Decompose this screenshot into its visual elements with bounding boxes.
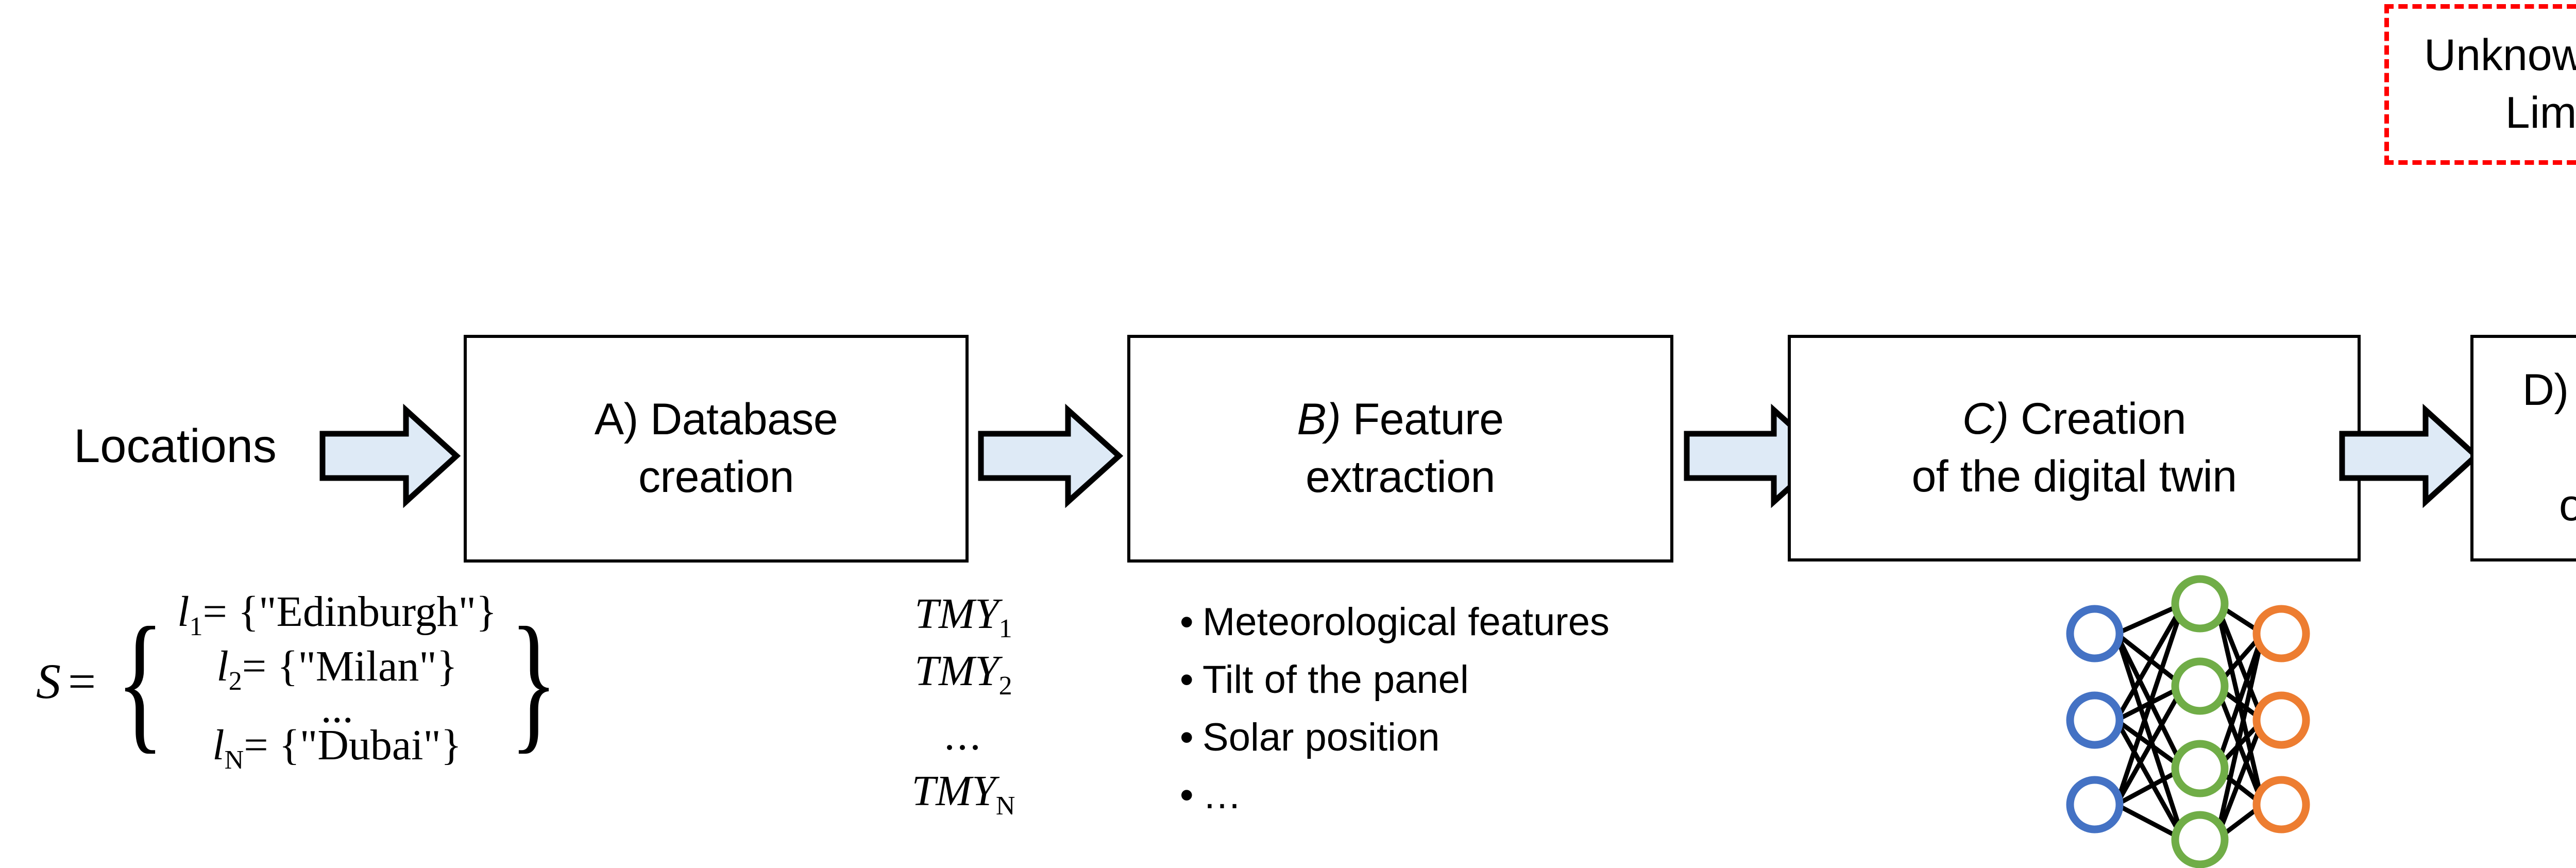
- box-b-label: B) Feature extraction: [1290, 391, 1511, 506]
- list-item: • Meteorological features: [1180, 603, 1747, 642]
- set-row-2-eq: = {"Milan"}: [242, 642, 457, 691]
- box-a-line2: creation: [638, 452, 794, 502]
- set-rows: l1= {"Edinburgh"} l2= {"Milan"} ... lN= …: [177, 587, 497, 775]
- nn-hidden-node: [2171, 657, 2229, 715]
- box-c-label: C) Creation of the digital twin: [1904, 390, 2244, 506]
- set-row-4: lN= {"Dubai"}: [212, 721, 462, 775]
- set-row-4-var: l: [212, 721, 225, 769]
- nn-hidden-node: [2171, 740, 2229, 797]
- nn-output-node: [2252, 691, 2310, 749]
- set-row-2-sub: 2: [228, 666, 242, 696]
- box-d-rest: Transfer learning:: [2569, 365, 2576, 415]
- box-a-prefix: A): [594, 395, 639, 445]
- tmy-list: TMY1 TMY2 ... TMYN: [829, 592, 1097, 820]
- arrow-c-to-d: [2339, 403, 2481, 508]
- box-c-prefix: C): [1962, 394, 2009, 444]
- box-d-prefix: D): [2522, 365, 2569, 415]
- tmy-2-base: TMY: [914, 646, 999, 695]
- right-arrow-icon: [978, 403, 1124, 508]
- warning-line-1: Unknown PV cell technology: [2424, 30, 2576, 80]
- left-brace: {: [116, 595, 164, 767]
- right-arrow-icon: [319, 403, 461, 508]
- tmy-item-n: TMYN: [829, 767, 1097, 821]
- list-item: • Tilt of the panel: [1180, 660, 1747, 700]
- box-a-label: A) Database creation: [587, 391, 845, 506]
- nn-output-node: [2252, 605, 2310, 662]
- list-item: • …: [1180, 776, 1747, 815]
- tmy-2-sub: 2: [998, 671, 1012, 701]
- set-row-1-var: l: [177, 588, 190, 636]
- tmy-n-base: TMY: [911, 767, 996, 815]
- tmy-n-sub: N: [995, 791, 1015, 821]
- box-b-rest: Feature: [1341, 395, 1504, 445]
- bullet-text: Solar position: [1202, 716, 1440, 759]
- box-c-line2: of the digital twin: [1911, 452, 2237, 501]
- box-b-feature-extraction[interactable]: B) Feature extraction: [1127, 335, 1673, 563]
- nn-output-node: [2252, 776, 2310, 833]
- box-b-line2: extraction: [1306, 452, 1495, 502]
- tmy-1-sub: 1: [998, 614, 1012, 643]
- tmy-item-2: TMY2: [829, 646, 1097, 701]
- bullet-dot-icon: •: [1180, 716, 1194, 759]
- set-row-1: l1= {"Edinburgh"}: [177, 587, 497, 642]
- input-label: Locations: [74, 420, 277, 472]
- neural-network-diagram: [2061, 572, 2310, 868]
- set-equals: =: [68, 653, 96, 709]
- right-brace: }: [510, 595, 558, 767]
- box-a-database-creation[interactable]: A) Database creation: [464, 335, 969, 563]
- bullet-text: Meteorological features: [1202, 600, 1609, 644]
- bullet-dot-icon: •: [1180, 658, 1194, 702]
- box-a-rest: Database: [638, 395, 838, 445]
- bullet-list: • Meteorological features • Tilt of the …: [1180, 603, 1747, 815]
- warning-box: Unknown PV cell technology Limited train…: [2384, 4, 2576, 165]
- nn-hidden-node: [2171, 575, 2229, 633]
- tmy-1-base: TMY: [914, 590, 999, 638]
- set-row-1-sub: 1: [189, 611, 203, 641]
- set-row-2-var: l: [216, 642, 229, 691]
- box-d-transfer-learning[interactable]: D) Transfer learning: calibration of the…: [2470, 335, 2576, 561]
- set-symbol: S: [36, 653, 61, 709]
- arrow-a-to-b: [978, 403, 1124, 508]
- set-row-4-eq: = {"Dubai"}: [244, 721, 462, 769]
- neural-network-icon: [2066, 575, 2310, 868]
- nn-input-node: [2066, 605, 2124, 662]
- set-row-2: l2= {"Milan"}: [216, 642, 457, 696]
- feature-bullet-list: • Meteorological features • Tilt of the …: [1180, 603, 1747, 833]
- bullet-text: Tilt of the panel: [1202, 658, 1469, 702]
- box-c-digital-twin-creation[interactable]: C) Creation of the digital twin: [1788, 335, 2361, 561]
- set-row-4-sub: N: [224, 745, 244, 775]
- set-row-ellipsis: ...: [320, 684, 353, 733]
- nn-hidden-node: [2171, 811, 2229, 868]
- nn-input-node: [2066, 691, 2124, 749]
- bullet-dot-icon: •: [1180, 773, 1194, 817]
- set-notation: S = { l1= {"Edinburgh"} l2= {"Milan"} ..…: [36, 587, 577, 775]
- tmy-item-1: TMY1: [829, 592, 1097, 642]
- tmy-ellipsis: ...: [944, 711, 983, 759]
- bullet-dot-icon: •: [1180, 600, 1194, 644]
- set-notation-expression: S = { l1= {"Edinburgh"} l2= {"Milan"} ..…: [36, 587, 577, 775]
- warning-line-2: Limited training data: [2505, 88, 2576, 138]
- list-item: • Solar position: [1180, 718, 1747, 757]
- arrow-locations-to-a: [319, 403, 461, 508]
- box-d-line3: of the digital twin: [2558, 480, 2576, 530]
- set-row-1-eq: = {"Edinburgh"}: [202, 588, 497, 636]
- box-c-rest: Creation: [2008, 394, 2187, 444]
- box-b-prefix: B): [1297, 395, 1341, 445]
- nn-input-node: [2066, 776, 2124, 833]
- bullet-text: …: [1202, 773, 1242, 817]
- right-arrow-icon: [2339, 403, 2481, 508]
- box-d-label: D) Transfer learning: calibration of the…: [2515, 362, 2576, 534]
